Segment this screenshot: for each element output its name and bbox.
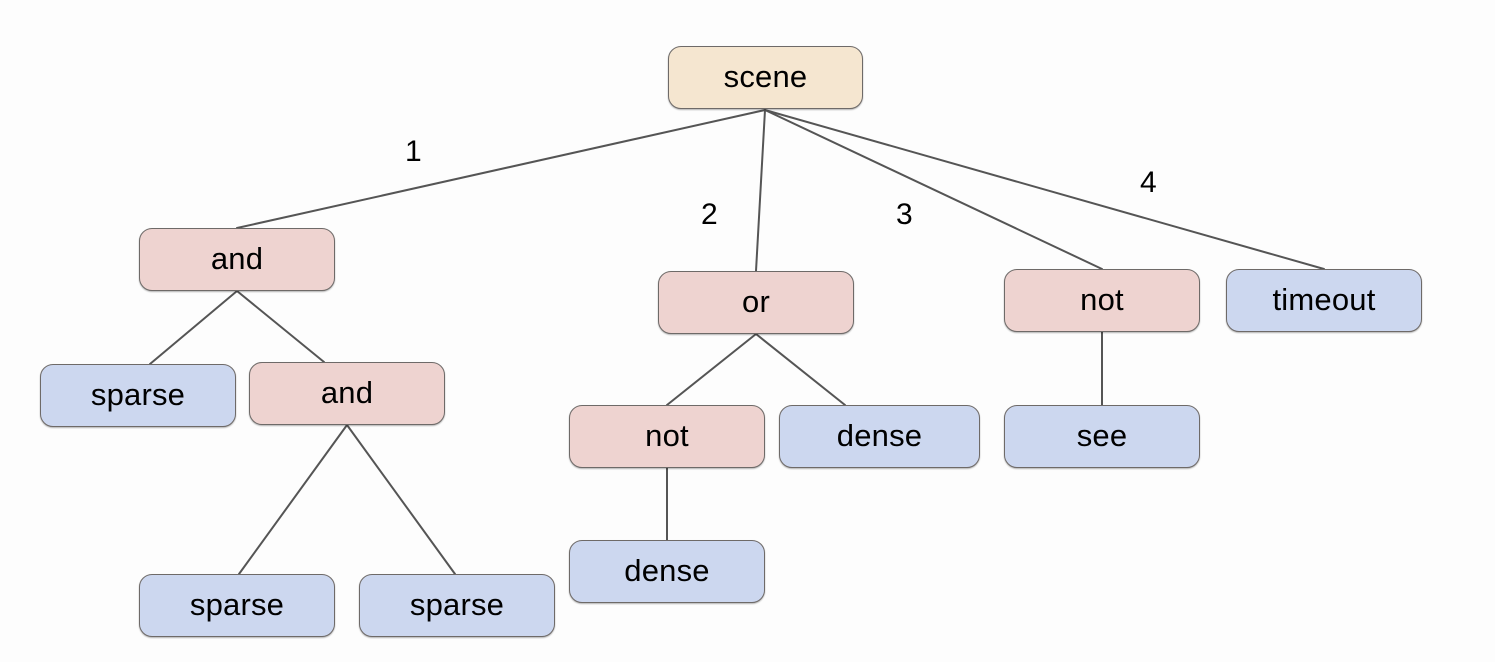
tree-node-label: timeout xyxy=(1272,282,1376,317)
tree-node-label: and xyxy=(320,375,374,410)
tree-edge xyxy=(755,333,846,406)
tree-edge xyxy=(236,290,325,363)
tree-edge xyxy=(236,109,766,229)
tree-node-sparse2[interactable]: sparse xyxy=(139,574,335,637)
tree-edge xyxy=(755,109,766,272)
tree-node-see1[interactable]: see xyxy=(1004,405,1200,468)
tree-node-label: or xyxy=(742,284,770,319)
tree-node-timeout1[interactable]: timeout xyxy=(1226,269,1422,332)
tree-node-sparse1[interactable]: sparse xyxy=(40,364,236,427)
tree-node-not2[interactable]: not xyxy=(1004,269,1200,332)
tree-edge xyxy=(346,424,456,575)
tree-node-label: sparse xyxy=(409,587,505,622)
tree-node-and1[interactable]: and xyxy=(139,228,335,291)
edge-label-1: 1 xyxy=(405,135,422,168)
tree-edge xyxy=(666,333,757,406)
tree-edge xyxy=(149,290,238,365)
edge-label-3: 3 xyxy=(896,198,913,231)
tree-node-label: see xyxy=(1076,418,1128,453)
tree-node-label: scene xyxy=(723,59,808,94)
tree-node-dense1[interactable]: dense xyxy=(779,405,980,468)
tree-node-label: sparse xyxy=(90,377,186,412)
tree-node-label: dense xyxy=(624,553,710,588)
tree-node-or1[interactable]: or xyxy=(658,271,854,334)
tree-edge xyxy=(764,109,1325,270)
tree-node-label: not xyxy=(1080,282,1124,317)
tree-node-scene[interactable]: scene xyxy=(668,46,863,109)
tree-node-not1[interactable]: not xyxy=(569,405,765,468)
tree-node-label: and xyxy=(210,241,264,276)
tree-edge xyxy=(238,424,348,575)
tree-node-dense2[interactable]: dense xyxy=(569,540,765,603)
tree-node-and2[interactable]: and xyxy=(249,362,445,425)
edge-label-2: 2 xyxy=(701,198,718,231)
tree-node-sparse3[interactable]: sparse xyxy=(359,574,555,637)
tree-node-label: not xyxy=(645,418,689,453)
edge-label-4: 4 xyxy=(1140,166,1157,199)
tree-edge xyxy=(764,109,1103,270)
tree-node-label: sparse xyxy=(189,587,285,622)
tree-node-label: dense xyxy=(836,418,923,453)
